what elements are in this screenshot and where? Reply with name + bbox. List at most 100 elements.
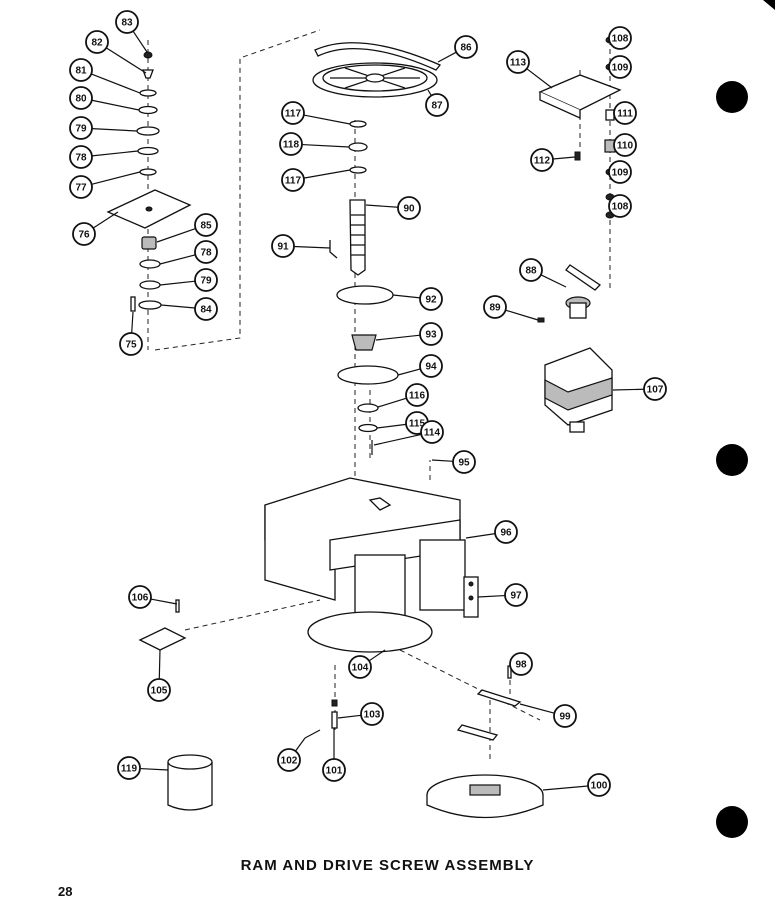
callout-bubble: [128, 585, 152, 609]
callout-number: 108: [612, 34, 629, 45]
callout-bubble: [452, 450, 476, 474]
callout-78: 78: [69, 145, 139, 169]
callout-leader-line: [294, 737, 306, 752]
callout-114: 114: [373, 420, 444, 446]
callout-99: 99: [519, 703, 577, 728]
callout-number: 98: [515, 660, 527, 671]
callout-number: 91: [277, 242, 289, 253]
pulley-and-belt: [312, 42, 442, 98]
callout-number: 116: [409, 391, 426, 402]
page-number: 28: [58, 884, 73, 899]
callout-number: 119: [121, 764, 138, 775]
callout-bubble: [72, 222, 96, 246]
callout-leader-line: [303, 169, 351, 179]
callout-bubble: [494, 520, 518, 544]
callout-bubble: [419, 354, 443, 378]
callout-bubble: [194, 268, 218, 292]
callout-number: 106: [132, 593, 149, 604]
callout-leader-line: [91, 150, 139, 157]
callout-leader-line: [427, 89, 432, 96]
callout-bubble: [69, 86, 93, 110]
callout-number: 78: [75, 153, 87, 164]
callout-number: 90: [403, 204, 415, 215]
callout-112: 112: [530, 148, 576, 172]
callout-number: 89: [489, 303, 501, 314]
callout-bubble: [281, 168, 305, 192]
callout-89: 89: [483, 295, 539, 321]
callout-number: 83: [121, 18, 133, 29]
callout-number: 79: [75, 124, 87, 135]
callout-number: 105: [151, 686, 168, 697]
callout-number: 95: [458, 458, 470, 469]
callout-88: 88: [519, 258, 567, 288]
callout-bubble: [425, 93, 449, 117]
callout-leader-line: [431, 459, 454, 462]
callout-bubble: [504, 583, 528, 607]
small-pins: [304, 699, 338, 739]
callout-82: 82: [85, 30, 147, 74]
callout-84: 84: [160, 297, 218, 321]
callout-bubble: [608, 26, 632, 50]
callout-leader-line: [437, 51, 457, 63]
callout-83: 83: [115, 10, 148, 53]
callout-number: 82: [91, 38, 103, 49]
binder-holes: [716, 0, 775, 838]
callout-105: 105: [147, 649, 171, 702]
callout-leader-line: [156, 228, 196, 243]
callout-number: 76: [78, 230, 90, 241]
callout-leader-line: [365, 204, 399, 208]
callout-bubble: [608, 160, 632, 184]
callout-111: 111: [613, 101, 637, 125]
callout-labels: 8382818079787776857879847586871171181179…: [69, 10, 667, 797]
callout-leader-line: [160, 304, 196, 309]
callout-leader-line: [552, 156, 576, 160]
callout-leader-line: [92, 211, 119, 229]
callout-91: 91: [271, 234, 331, 258]
callout-number: 109: [612, 63, 629, 74]
callout-77: 77: [69, 171, 141, 199]
callout-118: 118: [279, 132, 350, 156]
callout-108: 108: [608, 194, 632, 218]
callout-109: 109: [608, 55, 632, 79]
callout-bubble: [587, 773, 611, 797]
callout-bubble: [69, 175, 93, 199]
callout-bubble: [643, 377, 667, 401]
clip-bracket: [138, 599, 187, 651]
side-bracket: [463, 576, 479, 618]
callout-leader-line: [612, 388, 645, 391]
callout-102: 102: [277, 737, 306, 772]
callout-119: 119: [117, 756, 169, 780]
callout-bubble: [348, 655, 372, 679]
callout-number: 117: [285, 109, 302, 120]
callout-leader-line: [91, 171, 141, 185]
callout-bubble: [147, 678, 171, 702]
left-washer-stack: [106, 51, 192, 312]
drive-screw-stack: [329, 120, 399, 455]
callout-93: 93: [375, 322, 443, 346]
callout-90: 90: [365, 196, 421, 220]
callout-117: 117: [281, 168, 351, 192]
callout-number: 92: [425, 295, 437, 306]
callout-75: 75: [119, 311, 143, 356]
callout-leader-line: [526, 68, 553, 89]
callout-number: 77: [75, 183, 87, 194]
callout-bubble: [117, 756, 141, 780]
callout-number: 75: [125, 340, 137, 351]
callout-81: 81: [69, 58, 141, 94]
callout-number: 81: [75, 66, 87, 77]
callout-bubble: [454, 35, 478, 59]
callout-number: 79: [200, 276, 212, 287]
cylinder-sleeve: [167, 754, 213, 811]
callout-leader-line: [139, 767, 169, 771]
callout-number: 108: [612, 202, 629, 213]
callout-number: 88: [525, 266, 537, 277]
callout-96: 96: [465, 520, 518, 544]
callout-leader-line: [505, 309, 539, 321]
callout-leader-line: [375, 334, 421, 341]
callout-number: 104: [352, 663, 369, 674]
callout-number: 107: [647, 385, 664, 396]
callout-leader-line: [301, 143, 350, 148]
callout-number: 97: [510, 591, 522, 602]
callout-bubble: [509, 652, 533, 676]
